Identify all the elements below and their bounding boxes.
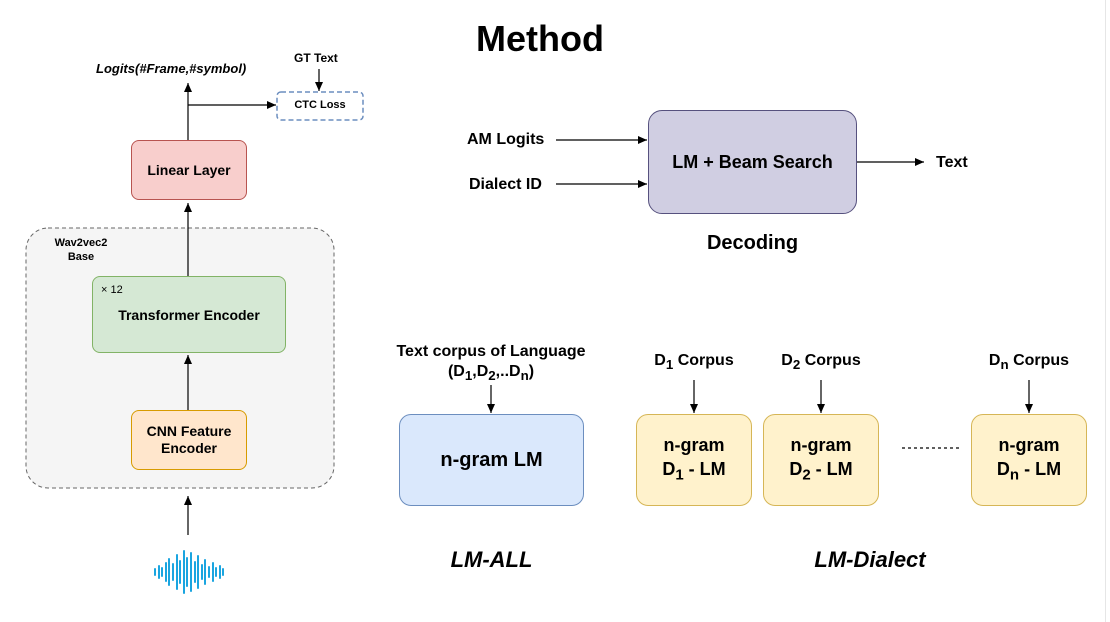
corpus-sub-2: 2 xyxy=(488,368,496,384)
dialect-corpus-label: D1 Corpus xyxy=(624,352,764,372)
waveform-bar xyxy=(193,561,196,583)
wav2vec-label-line2: Base xyxy=(67,251,95,263)
lm-rest: - LM xyxy=(1019,458,1062,479)
corpus-rest: Corpus xyxy=(1008,352,1070,369)
page-title: Method xyxy=(476,18,604,59)
lm-beam-search-label: LM + Beam Search xyxy=(672,151,833,172)
lm-dialect-caption: LM-Dialect xyxy=(814,547,926,572)
transformer-encoder-box: Transformer Encoder xyxy=(92,276,286,353)
audio-waveform-icon xyxy=(150,540,230,604)
waveform-bar xyxy=(154,568,156,576)
waveform-bar xyxy=(200,564,203,580)
wav2vec-label-line1: Wav2vec2 xyxy=(54,237,108,249)
ngram-lm-box: n-gram LM xyxy=(399,414,584,506)
corpus-rest: Corpus xyxy=(673,352,734,369)
text-corpus-line1: Text corpus of Language xyxy=(396,343,586,360)
waveform-bar xyxy=(161,567,164,577)
corpus-rest: Corpus xyxy=(800,352,861,369)
waveform-bar xyxy=(186,557,189,587)
corpus-d: D xyxy=(654,352,666,369)
corpus-d: D xyxy=(988,352,1001,369)
waveform-bar xyxy=(179,560,182,584)
corpus-d: D xyxy=(781,352,793,369)
linear-layer-box: Linear Layer xyxy=(131,140,247,200)
waveform-bar xyxy=(172,563,174,581)
logits-label: Logits(#Frame,#symbol) xyxy=(96,61,247,76)
waveform-bar xyxy=(215,567,218,577)
lm-d: D xyxy=(996,458,1010,479)
waveform-bar xyxy=(164,562,167,582)
lm-d-sub: 1 xyxy=(675,466,684,484)
ctc-loss-label: CTC Loss xyxy=(294,99,346,111)
am-logits-label: AM Logits xyxy=(467,131,545,148)
corpus-d-sub: 2 xyxy=(792,357,801,373)
waveform-bar xyxy=(208,566,210,578)
waveform-bar xyxy=(222,568,225,576)
dialect-lm-label: Dn - LM xyxy=(997,457,1061,488)
lm-beam-search-box: LM + Beam Search xyxy=(648,110,857,214)
lm-rest: - LM xyxy=(810,458,853,479)
lm-d: D xyxy=(789,458,803,479)
waveform-bar xyxy=(197,555,200,589)
corpus-suffix: ) xyxy=(528,363,535,380)
corpus-prefix: (D xyxy=(447,363,465,380)
dialect-corpus-label: D2 Corpus xyxy=(751,352,891,372)
cnn-feature-encoder-box: CNN Feature Encoder xyxy=(131,410,247,470)
dialect-corpus-label: Dn Corpus xyxy=(959,352,1099,372)
cnn-label-line2: Encoder xyxy=(160,440,217,456)
waveform-bar xyxy=(204,559,207,585)
ngram-lm-label: n-gram LM xyxy=(440,448,543,471)
corpus-mid-2: ,..D xyxy=(495,363,521,380)
waveform-bar xyxy=(218,565,221,579)
text-corpus-label: Text corpus of Language (D1,D2,..Dn) xyxy=(371,342,611,386)
corpus-sub-n: n xyxy=(520,368,529,384)
cnn-label-line1: CNN Feature xyxy=(146,423,232,439)
lm-d: D xyxy=(662,458,676,479)
lm-d-sub: n xyxy=(1009,466,1020,484)
corpus-d-sub: n xyxy=(1000,357,1009,373)
waveform-bar xyxy=(175,554,178,590)
dialect-lm-label: D1 - LM xyxy=(662,457,725,488)
dialect-ngram-label: n-gram xyxy=(663,434,725,455)
lm-all-caption: LM-ALL xyxy=(450,547,533,572)
transformer-encoder-label: Transformer Encoder xyxy=(118,306,260,323)
dialect-ngram-label: n-gram xyxy=(790,434,852,455)
wav2vec-label: Wav2vec2 Base xyxy=(46,236,116,264)
waveform-bar xyxy=(190,552,192,592)
right-border xyxy=(1105,0,1106,622)
text-corpus-line2: (D1,D2,..Dn) xyxy=(371,362,611,386)
waveform-bar xyxy=(168,558,171,586)
waveform-bar xyxy=(211,562,214,582)
corpus-sub-1: 1 xyxy=(464,368,473,384)
repeat-count: × 12 xyxy=(101,284,123,296)
corpus-d-sub: 1 xyxy=(665,357,674,373)
gt-text-label: GT Text xyxy=(294,51,338,65)
lm-d-sub: 2 xyxy=(802,466,811,484)
waveform-bar xyxy=(157,565,160,579)
lm-rest: - LM xyxy=(683,458,726,479)
dialect-ngram-label: n-gram xyxy=(998,434,1060,455)
decoding-caption: Decoding xyxy=(706,232,799,254)
dialect-lm-label: D2 - LM xyxy=(789,457,852,488)
corpus-mid-1: ,D xyxy=(472,363,489,380)
dialect-id-label: Dialect ID xyxy=(469,176,542,193)
text-output-label: Text xyxy=(936,154,968,171)
linear-layer-label: Linear Layer xyxy=(147,162,231,178)
waveform-bar xyxy=(182,550,185,594)
ctc-loss-box xyxy=(276,91,364,121)
